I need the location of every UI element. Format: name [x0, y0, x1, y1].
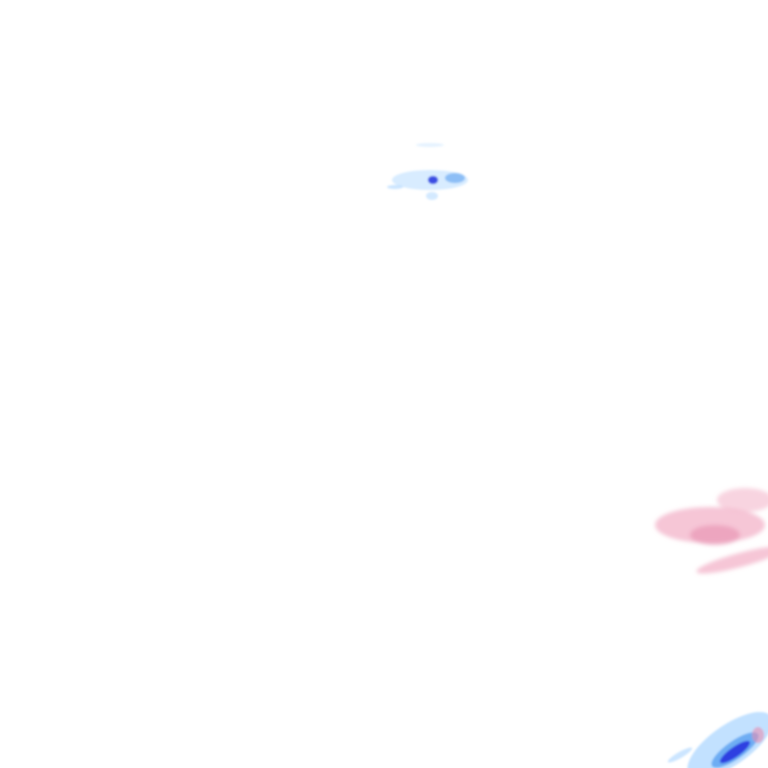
precip-echo: [416, 143, 444, 147]
rain-cell-southeast: [667, 711, 768, 768]
precip-echo: [690, 525, 740, 545]
precip-echo: [752, 727, 764, 743]
rain-cell-north: [387, 143, 468, 200]
precip-echo: [426, 192, 438, 200]
precip-echo: [445, 173, 465, 183]
precip-echo: [719, 740, 751, 764]
precip-echo: [667, 747, 693, 763]
precip-echo: [696, 546, 768, 574]
precip-echo: [717, 488, 768, 512]
precip-echo: [387, 185, 403, 189]
mixed-precip-band-east: [655, 488, 768, 574]
precip-echo: [428, 176, 438, 184]
